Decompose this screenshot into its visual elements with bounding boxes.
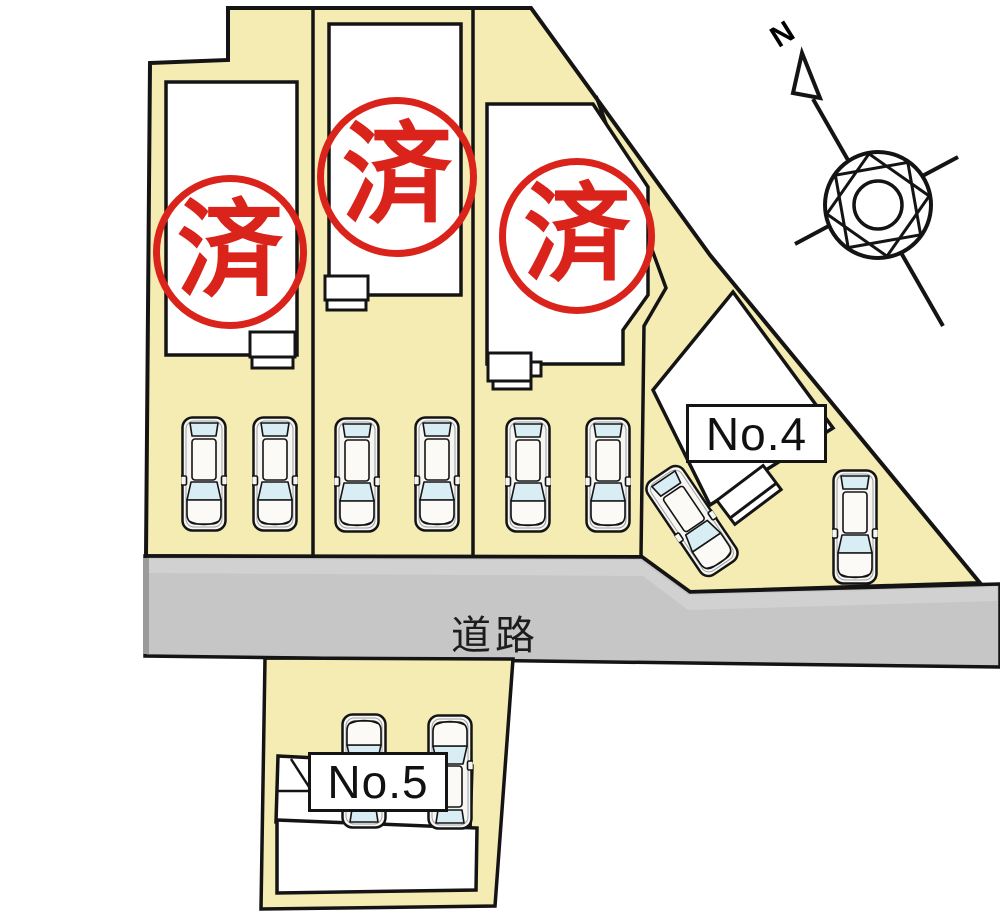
house-1-porch xyxy=(248,330,297,359)
house-2-porch xyxy=(323,274,370,302)
house-3-porch-step xyxy=(491,379,533,391)
sold-stamp-text: 済 xyxy=(342,110,452,239)
sold-stamp: 済 xyxy=(499,158,655,314)
north-arrow xyxy=(790,46,824,101)
house-5-notch xyxy=(289,758,313,791)
car-icon xyxy=(334,417,380,533)
car-icon xyxy=(414,416,460,532)
house-3-porch-tab xyxy=(529,360,543,378)
house-1-porch-step xyxy=(250,355,295,370)
sold-stamp: 済 xyxy=(153,175,307,329)
lot4-label-text: No.4 xyxy=(705,407,808,460)
sold-stamp-text: 済 xyxy=(523,171,631,297)
sold-stamp-text: 済 xyxy=(177,187,283,312)
car-icon xyxy=(252,416,298,532)
car-icon xyxy=(585,417,631,533)
road-label: 道路 xyxy=(451,613,539,659)
sold-stamp: 済 xyxy=(317,97,477,257)
house-3-porch xyxy=(486,351,533,383)
lot5-label-text: No.5 xyxy=(327,756,429,808)
lot5-label: No.5 xyxy=(308,752,448,812)
car-icon xyxy=(832,469,878,585)
house-5-lower xyxy=(275,818,479,895)
car-icon xyxy=(505,417,551,533)
road xyxy=(143,554,1000,669)
house-4-porch xyxy=(714,463,784,527)
house-2-porch-step xyxy=(325,298,368,312)
compass-icon xyxy=(790,46,959,327)
car-icon xyxy=(181,416,227,532)
lot4-label: No.4 xyxy=(686,404,827,463)
